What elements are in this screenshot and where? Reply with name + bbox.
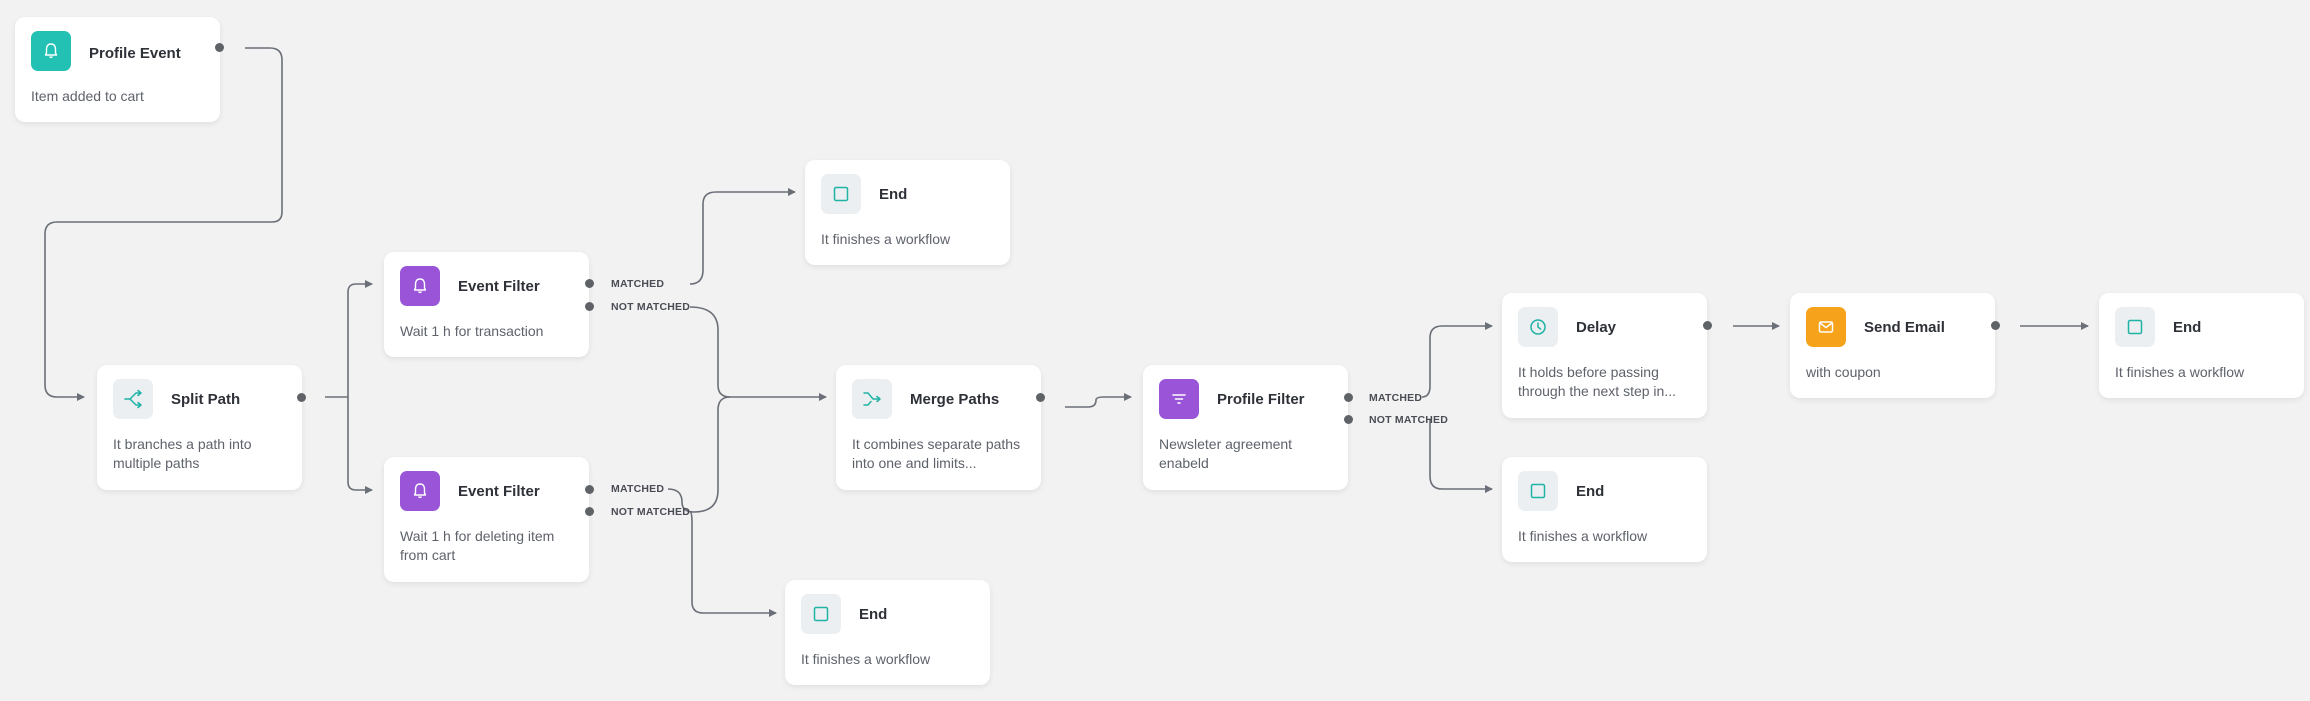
node-title: Split Path: [171, 391, 241, 408]
not-matched-port[interactable]: [1344, 415, 1353, 424]
connector-filter1-unmatched-to-merge: [689, 306, 827, 401]
output-port[interactable]: [1036, 393, 1045, 402]
matched-port[interactable]: [585, 485, 594, 494]
bell-icon: [400, 471, 440, 511]
node-description: It holds before passing through the next…: [1518, 364, 1676, 399]
matched-label: MATCHED: [611, 278, 665, 290]
connector-pf-unmatched-to-end: [1429, 420, 1493, 493]
node-description: with coupon: [1806, 364, 1881, 380]
node-description: It finishes a workflow: [2115, 364, 2245, 380]
connector-filter2-unmatched-to-end: [689, 511, 777, 617]
node-description: Wait 1 h for transaction: [400, 323, 544, 339]
connector-split-to-filter-2: [347, 397, 373, 494]
node-description: Newsleter agreement enabeld: [1159, 436, 1293, 471]
bell-icon: [400, 266, 440, 306]
square-icon: [821, 174, 861, 214]
delay-node[interactable]: Delay It holds before passing through th…: [1502, 293, 1707, 418]
not-matched-label: NOT MATCHED: [1369, 414, 1448, 426]
profile-event-node[interactable]: Profile Event Item added to cart: [15, 17, 220, 122]
node-title: Delay: [1576, 319, 1617, 336]
square-icon: [1518, 471, 1558, 511]
node-title: Merge Paths: [910, 391, 1000, 408]
output-port[interactable]: [1703, 321, 1712, 330]
envelope-icon: [1806, 307, 1846, 347]
node-description: It finishes a workflow: [1518, 528, 1648, 544]
output-port[interactable]: [215, 43, 224, 52]
merge-icon: [852, 379, 892, 419]
profile-filter-node[interactable]: Profile Filter Newsleter agreement enabe…: [1143, 365, 1348, 490]
square-icon: [2115, 307, 2155, 347]
event-filter-node[interactable]: Event Filter Wait 1 h for transaction: [384, 252, 589, 357]
filter-icon: [1159, 379, 1199, 419]
node-title: Send Email: [1864, 319, 1945, 336]
not-matched-label: NOT MATCHED: [611, 301, 690, 313]
node-title: Profile Filter: [1217, 391, 1305, 408]
node-description: Wait 1 h for deleting item from cart: [400, 528, 555, 563]
not-matched-port[interactable]: [585, 507, 594, 516]
node-title: End: [1576, 483, 1605, 500]
bell-icon: [31, 31, 71, 71]
node-title: End: [859, 606, 888, 623]
not-matched-label: NOT MATCHED: [611, 506, 690, 518]
send-email-node[interactable]: Send Email with coupon: [1790, 293, 1995, 398]
split-icon: [113, 379, 153, 419]
node-title: End: [879, 186, 908, 203]
node-description: It combines separate paths into one and …: [852, 436, 1021, 471]
node-description: It finishes a workflow: [821, 231, 951, 247]
not-matched-port[interactable]: [585, 302, 594, 311]
node-title: End: [2173, 319, 2202, 336]
connector-pf-matched-to-delay: [1421, 322, 1493, 398]
connector-filter2-matched-to-merge: [667, 396, 731, 513]
node-description: It finishes a workflow: [801, 651, 931, 667]
node-description: Item added to cart: [31, 88, 144, 104]
matched-port[interactable]: [1344, 393, 1353, 402]
node-title: Event Filter: [458, 483, 540, 500]
end-node[interactable]: End It finishes a workflow: [785, 580, 990, 685]
node-title: Profile Event: [89, 45, 181, 62]
end-node[interactable]: End It finishes a workflow: [805, 160, 1010, 265]
merge-paths-node[interactable]: Merge Paths It combines separate paths i…: [836, 365, 1041, 490]
connector-split-to-filter-1: [347, 280, 373, 397]
event-filter-node[interactable]: Event Filter Wait 1 h for deleting item …: [384, 457, 589, 582]
end-node[interactable]: End It finishes a workflow: [1502, 457, 1707, 562]
split-path-node[interactable]: Split Path It branches a path into multi…: [97, 365, 302, 490]
connector-profile-event-to-split: [44, 47, 283, 401]
square-icon: [801, 594, 841, 634]
output-port[interactable]: [297, 393, 306, 402]
connector-filter1-matched-to-end: [689, 188, 796, 285]
matched-label: MATCHED: [611, 483, 665, 495]
matched-label: MATCHED: [1369, 392, 1423, 404]
output-port[interactable]: [1991, 321, 2000, 330]
clock-icon: [1518, 307, 1558, 347]
node-description: It branches a path into multiple paths: [113, 436, 252, 471]
node-title: Event Filter: [458, 278, 540, 295]
connector-merge-to-profile-filter: [1065, 393, 1132, 408]
matched-port[interactable]: [585, 279, 594, 288]
end-node[interactable]: End It finishes a workflow: [2099, 293, 2304, 398]
